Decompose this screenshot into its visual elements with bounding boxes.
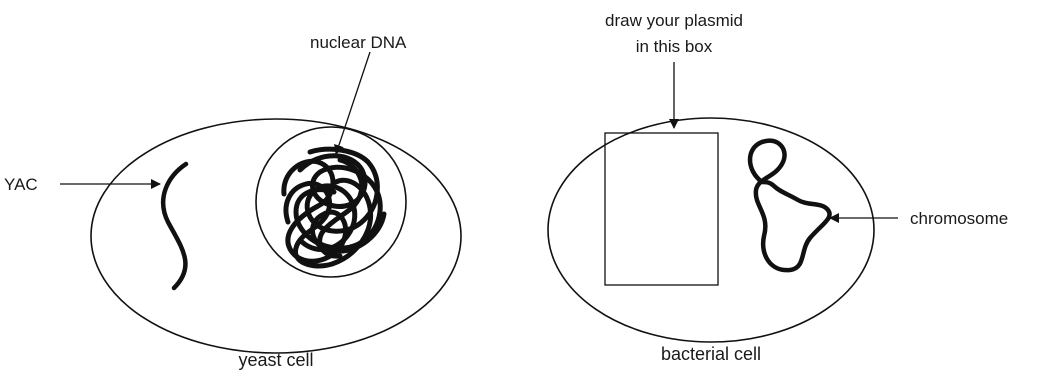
plasmid-instruction-line2: in this box: [636, 37, 713, 56]
bacterial-chromosome: [747, 138, 832, 273]
bacterial-cell-membrane: [547, 117, 875, 343]
yeast-cell-label: yeast cell: [238, 350, 313, 370]
bacterial-cell-group: draw your plasmid in this box chromosome…: [547, 11, 1008, 364]
yac-label: YAC: [4, 175, 38, 194]
chromosome-label: chromosome: [910, 209, 1008, 228]
nuclear-dna-label: nuclear DNA: [310, 33, 407, 52]
plasmid-instruction-line1: draw your plasmid: [605, 11, 743, 30]
nucleus: [255, 126, 407, 278]
nuclear-dna-arrow: [334, 51, 371, 155]
yeast-cell-membrane: [90, 118, 462, 354]
nuclear-dna-tangle: [281, 146, 387, 269]
bacterial-cell-label: bacterial cell: [661, 344, 761, 364]
plasmid-drawing-box: [604, 132, 719, 286]
yeast-cell-group: YAC nuclear DNA yeast cell: [4, 33, 462, 370]
yac-chromosome: [161, 161, 189, 291]
